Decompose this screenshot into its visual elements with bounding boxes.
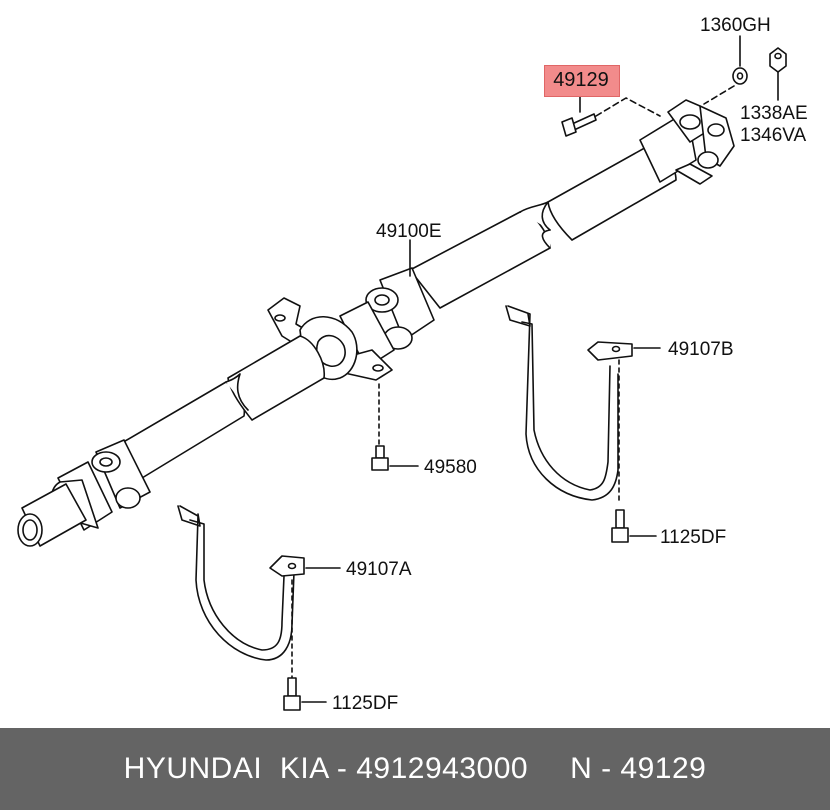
bolt-49580-drawing xyxy=(371,445,389,471)
bolt-49129-drawing xyxy=(561,113,597,137)
highlighted-part-label: 49129 xyxy=(553,69,609,91)
highlighted-part-box xyxy=(544,65,620,97)
dashed-line-49129 xyxy=(595,97,661,117)
label-bracket-a: 49107A xyxy=(346,559,412,580)
bracket-a-drawing xyxy=(177,505,305,661)
bolt-1125df-left-drawing xyxy=(283,677,301,711)
label-bolt-a: 1125DF xyxy=(332,693,398,714)
label-bolt-b: 1125DF xyxy=(660,527,726,548)
bolt-1125df-right-drawing xyxy=(611,509,629,543)
label-nut-a: 1338AE xyxy=(740,103,808,124)
label-washer: 1360GH xyxy=(700,15,771,36)
label-shaft: 49100E xyxy=(376,221,442,242)
footer-reference: N - 49129 xyxy=(570,752,707,785)
part-number-footer: HYUNDAI KIA - 4912943000 N - 49129 xyxy=(0,728,830,810)
nut-drawing xyxy=(769,47,787,73)
front-universal-joint xyxy=(17,439,151,547)
footer-part-number: HYUNDAI KIA - 4912943000 xyxy=(123,752,529,785)
front-shaft-tube xyxy=(119,335,325,479)
rear-shaft-tube xyxy=(409,144,677,309)
bracket-b-drawing xyxy=(505,305,633,501)
rear-universal-joint xyxy=(639,99,735,185)
label-nut-b: 1346VA xyxy=(740,125,807,146)
label-bolt-center: 49580 xyxy=(424,457,477,478)
propeller-shaft-drawing: 1360GH 1338AE 1346VA 49100E 49107B 49580… xyxy=(17,15,808,714)
label-bracket-b: 49107B xyxy=(668,339,734,360)
